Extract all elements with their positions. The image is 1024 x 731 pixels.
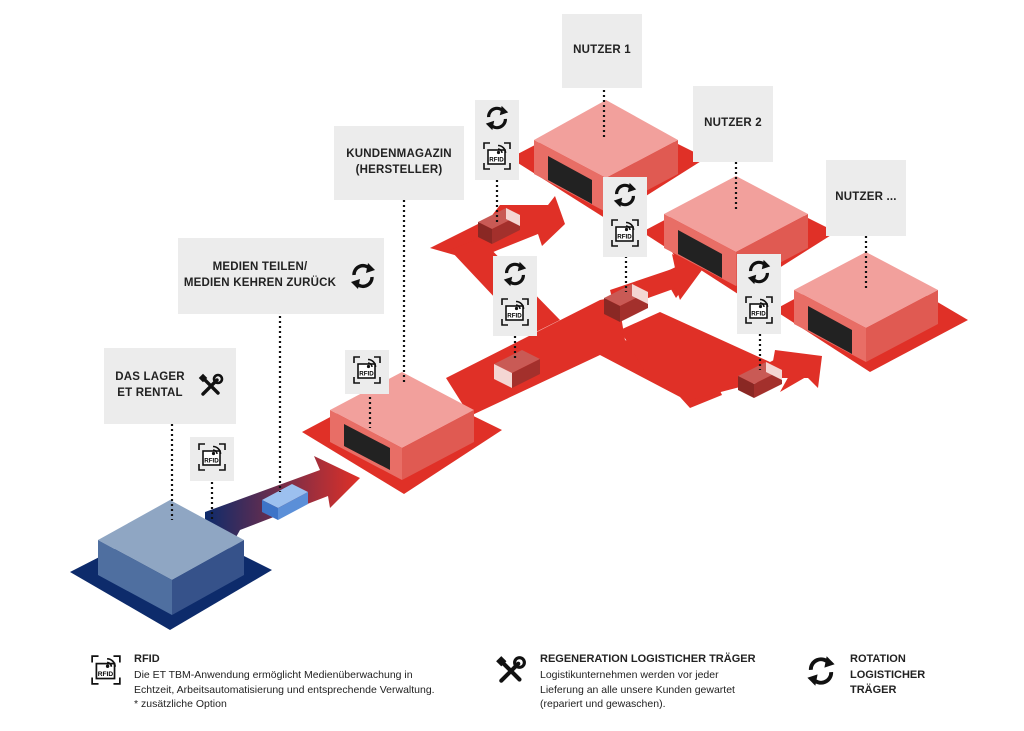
truck-red-4 bbox=[738, 362, 782, 398]
lager-building bbox=[70, 500, 272, 630]
nutzer2-building bbox=[642, 176, 836, 294]
legend-rotation-title: ROTATION LOGISTICHER TRÄGER bbox=[850, 653, 926, 697]
rotation-icon bbox=[804, 654, 838, 693]
rfid-icon-text: RFID bbox=[617, 234, 632, 241]
truck-red-1 bbox=[478, 208, 520, 244]
rfid-icon: RFID bbox=[610, 218, 640, 253]
rotation-icon bbox=[348, 261, 378, 291]
icon-card-branch2: RFID bbox=[493, 256, 537, 336]
wrench-screwdriver-icon bbox=[494, 654, 528, 693]
rfid-icon: RFID bbox=[744, 295, 774, 330]
rfid-card-lager: RFID bbox=[190, 437, 234, 481]
label-medien-text: MEDIEN TEILEN/ MEDIEN KEHREN ZURÜCK bbox=[183, 261, 337, 289]
nutzer3-building bbox=[774, 252, 968, 372]
truck-red-3 bbox=[604, 284, 648, 322]
legend-regeneration-text: Logistikunternehmen werden vor jeder Lie… bbox=[540, 668, 735, 711]
label-nutzer1: NUTZER 1 bbox=[562, 14, 642, 88]
legend-rfid: RFID RFID Die ET TBM-Anwendung ermöglich… bbox=[90, 652, 480, 712]
dotted-connectors bbox=[170, 90, 868, 520]
legend-rfid-title: RFID bbox=[134, 653, 160, 665]
truck-red-2 bbox=[494, 350, 540, 388]
rfid-icon: RFID bbox=[352, 355, 382, 390]
label-nutzer3: NUTZER ... bbox=[826, 160, 906, 236]
rotation-icon bbox=[501, 260, 529, 293]
rfid-icon: RFID bbox=[197, 442, 227, 477]
label-lager-text: DAS LAGER ET RENTAL bbox=[115, 371, 185, 399]
rfid-icon-text: RFID bbox=[98, 671, 114, 678]
legend-regeneration: REGENERATION LOGISTICHER TRÄGER Logistik… bbox=[494, 652, 784, 712]
label-nutzer2-text: NUTZER 2 bbox=[704, 117, 762, 130]
rotation-icon bbox=[745, 258, 773, 291]
truck-blue bbox=[262, 484, 308, 520]
legend-rfid-text: Die ET TBM-Anwendung ermöglicht Medienüb… bbox=[134, 668, 435, 711]
rfid-icon-text: RFID bbox=[751, 311, 766, 318]
rfid-icon: RFID bbox=[90, 654, 122, 691]
label-medien: MEDIEN TEILEN/ MEDIEN KEHREN ZURÜCK bbox=[178, 238, 384, 314]
label-nutzer1-text: NUTZER 1 bbox=[573, 44, 631, 57]
legend-rotation: ROTATION LOGISTICHER TRÄGER bbox=[804, 652, 954, 699]
rotation-icon bbox=[611, 181, 639, 214]
rfid-icon-text: RFID bbox=[507, 313, 522, 320]
rfid-card-kundenmagazin: RFID bbox=[345, 350, 389, 394]
rfid-icon-text: RFID bbox=[489, 157, 504, 164]
label-kundenmagazin-text: KUNDENMAGAZIN (HERSTELLER) bbox=[346, 148, 452, 176]
label-kundenmagazin: KUNDENMAGAZIN (HERSTELLER) bbox=[334, 126, 464, 200]
icon-card-branch4: RFID bbox=[737, 254, 781, 334]
label-lager: DAS LAGER ET RENTAL bbox=[104, 348, 236, 424]
rfid-icon: RFID bbox=[482, 141, 512, 176]
rfid-icon-text: RFID bbox=[204, 457, 219, 464]
wrench-screwdriver-icon bbox=[197, 372, 225, 400]
legend-regeneration-title: REGENERATION LOGISTICHER TRÄGER bbox=[540, 653, 756, 665]
rfid-icon: RFID bbox=[500, 297, 530, 332]
label-nutzer2: NUTZER 2 bbox=[693, 86, 773, 162]
rfid-icon-text: RFID bbox=[359, 370, 374, 377]
icon-card-branch1: RFID bbox=[475, 100, 519, 180]
label-nutzer3-text: NUTZER ... bbox=[835, 191, 897, 204]
icon-card-branch3: RFID bbox=[603, 177, 647, 257]
rotation-icon bbox=[483, 104, 511, 137]
arrow-head-nutzer3 bbox=[770, 350, 822, 388]
